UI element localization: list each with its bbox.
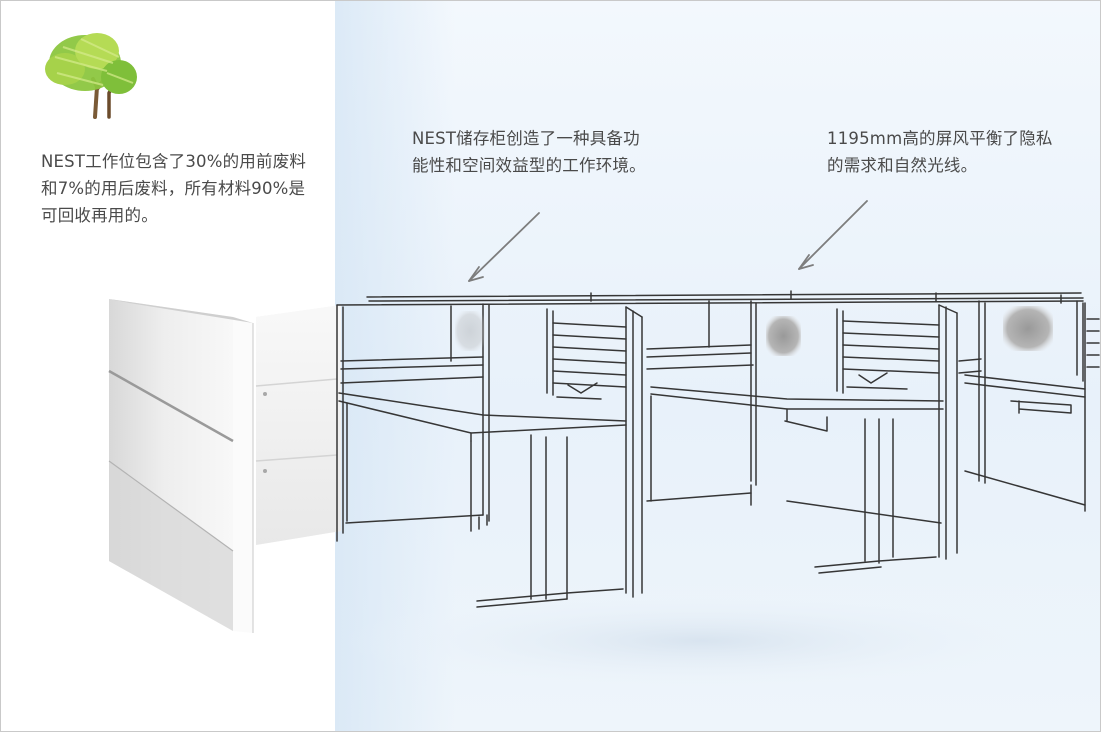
screen-height-callout: 1195mm高的屏风平衡了隐私的需求和自然光线。 — [827, 129, 1053, 175]
tree-icon — [45, 33, 137, 119]
arrow-icon — [468, 200, 868, 282]
storage-callout: NEST储存柜创造了一种具备功能性和空间效益型的工作环境。 — [412, 129, 646, 175]
recycled-materials-callout: NEST工作位包含了30%的用前废料和7%的用后废料，所有材料90%是可回收再用… — [41, 152, 307, 225]
